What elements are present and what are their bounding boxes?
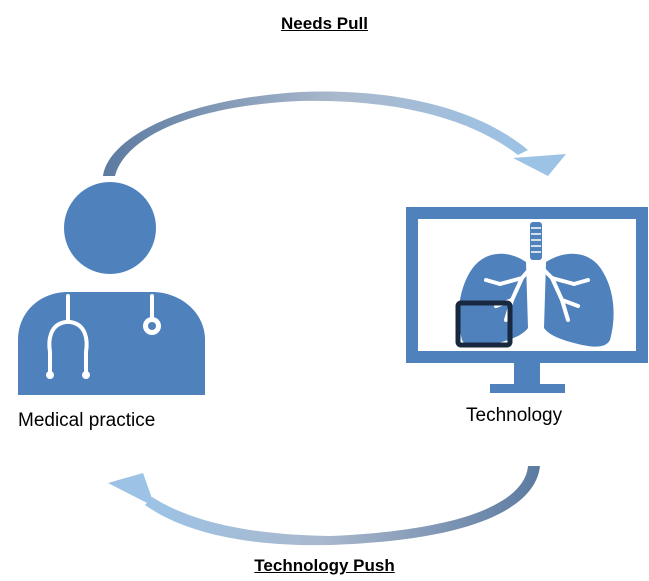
needs-pull-arrow — [103, 91, 566, 176]
needs-pull-arrowhead — [513, 154, 566, 176]
monitor-base — [490, 384, 565, 393]
technology-push-label: Technology Push — [254, 556, 395, 575]
technology-push-arrow — [108, 466, 540, 546]
doctor-head — [64, 182, 156, 274]
stethoscope-icon — [47, 294, 154, 374]
stethoscope-earpiece-left — [46, 371, 54, 379]
doctor-body — [18, 292, 205, 395]
monitor-lungs-icon — [406, 207, 648, 393]
doctor-icon — [18, 182, 205, 395]
roi-box — [455, 300, 513, 348]
stethoscope-earpiece-right — [82, 371, 90, 379]
medical-practice-label: Medical practice — [18, 410, 156, 431]
monitor-neck — [514, 363, 540, 387]
needs-pull-label: Needs Pull — [281, 14, 368, 33]
technology-label: Technology — [466, 405, 563, 426]
technology-push-arrowhead — [108, 473, 155, 507]
